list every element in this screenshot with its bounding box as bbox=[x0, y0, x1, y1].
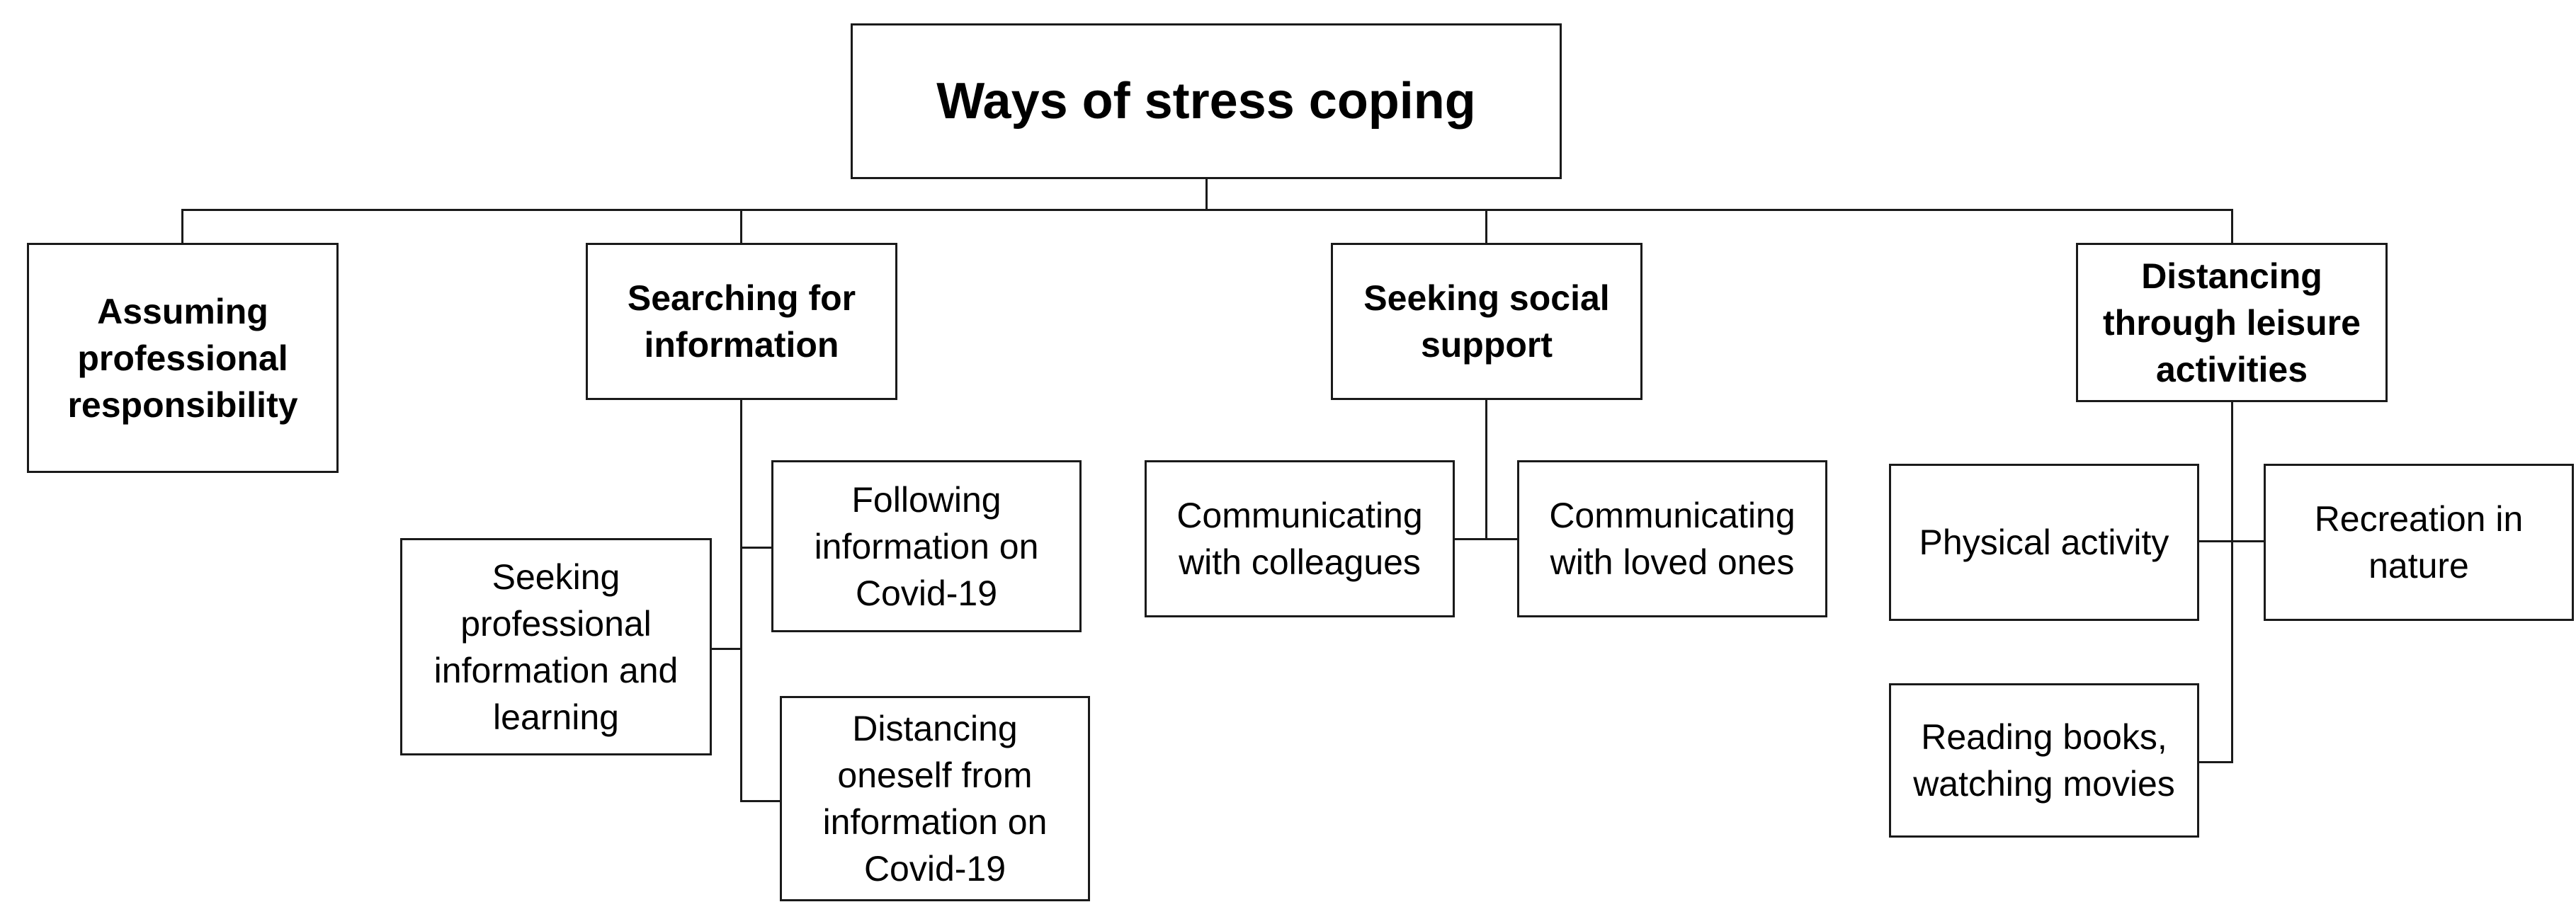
item-label: Following information on Covid-19 bbox=[814, 479, 1039, 613]
connector-line bbox=[1205, 177, 1208, 211]
item-node: Distancing oneself from information on C… bbox=[780, 696, 1090, 901]
connector-line bbox=[181, 209, 183, 244]
connector-line bbox=[740, 800, 781, 802]
item-node: Recreation in nature bbox=[2264, 464, 2574, 621]
category-label: Searching for information bbox=[627, 278, 856, 365]
category-label: Seeking social support bbox=[1363, 278, 1610, 365]
connector-line bbox=[2198, 761, 2233, 763]
item-label: Communicating with colleagues bbox=[1176, 496, 1423, 582]
item-label: Physical activity bbox=[1919, 523, 2169, 562]
item-node: Seeking professional information and lea… bbox=[400, 538, 712, 755]
connector-line bbox=[710, 648, 742, 650]
connector-line bbox=[181, 209, 2232, 211]
category-node-searching-information: Searching for information bbox=[586, 243, 897, 400]
item-node: Communicating with colleagues bbox=[1145, 460, 1455, 617]
root-node: Ways of stress coping bbox=[851, 23, 1562, 179]
item-node: Physical activity bbox=[1889, 464, 2199, 621]
item-label: Communicating with loved ones bbox=[1549, 496, 1795, 582]
connector-line bbox=[2198, 540, 2265, 542]
category-label: Distancing through leisure activities bbox=[2103, 256, 2361, 389]
item-label: Seeking professional information and lea… bbox=[433, 556, 679, 737]
connector-line bbox=[2231, 209, 2233, 244]
category-node-social-support: Seeking social support bbox=[1331, 243, 1642, 400]
category-label: Assuming professional responsibility bbox=[67, 291, 298, 425]
item-label: Reading books, watching movies bbox=[1913, 717, 2175, 804]
item-label: Distancing oneself from information on C… bbox=[822, 709, 1048, 889]
connector-line bbox=[1485, 209, 1487, 244]
root-node-label: Ways of stress coping bbox=[936, 72, 1476, 130]
connector-line bbox=[740, 547, 773, 549]
connector-line bbox=[740, 399, 742, 802]
item-node: Following information on Covid-19 bbox=[771, 460, 1082, 632]
item-label: Recreation in nature bbox=[2314, 499, 2524, 586]
connector-line bbox=[1454, 538, 1519, 540]
connector-line bbox=[740, 209, 742, 244]
item-node: Communicating with loved ones bbox=[1517, 460, 1827, 617]
connector-line bbox=[2231, 401, 2233, 763]
connector-line bbox=[1485, 399, 1487, 540]
category-node-assuming-responsibility: Assuming professional responsibility bbox=[27, 243, 339, 473]
item-node: Reading books, watching movies bbox=[1889, 683, 2199, 838]
category-node-leisure-activities: Distancing through leisure activities bbox=[2076, 243, 2388, 402]
